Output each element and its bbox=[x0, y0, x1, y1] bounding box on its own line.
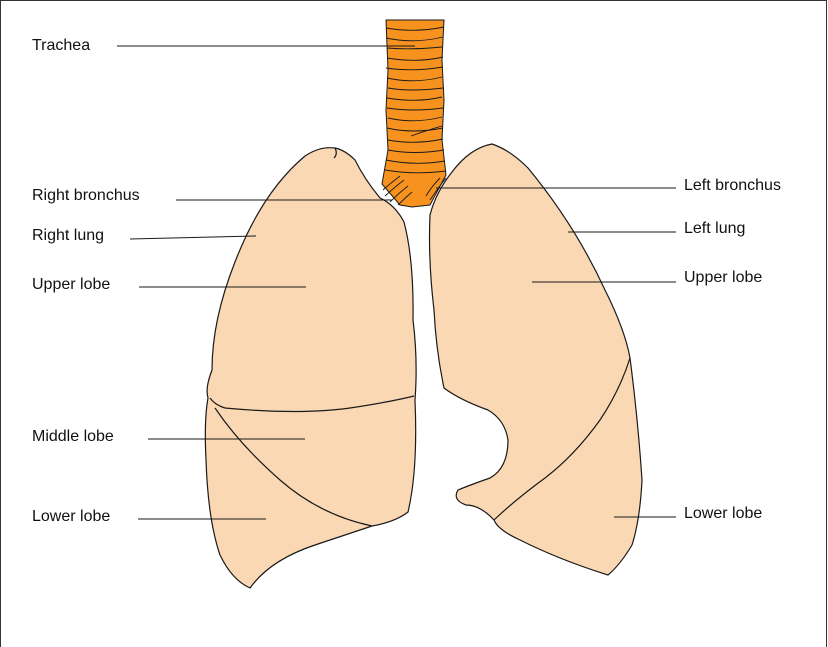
label-right-middle-lobe: Middle lobe bbox=[32, 427, 114, 447]
label-left-lower-lobe: Lower lobe bbox=[684, 504, 762, 524]
label-right-upper-lobe: Upper lobe bbox=[32, 275, 110, 295]
label-right-bronchus: Right bronchus bbox=[32, 186, 140, 206]
label-right-lung: Right lung bbox=[32, 226, 104, 246]
label-left-lung: Left lung bbox=[684, 219, 745, 239]
label-left-upper-lobe: Upper lobe bbox=[684, 268, 762, 288]
label-trachea: Trachea bbox=[32, 36, 90, 56]
leader-right-lung bbox=[130, 236, 256, 239]
trachea-shape bbox=[382, 20, 446, 207]
label-left-bronchus: Left bronchus bbox=[684, 176, 781, 196]
label-right-lower-lobe: Lower lobe bbox=[32, 507, 110, 527]
right-lung-shape bbox=[205, 148, 416, 588]
left-lung-shape bbox=[430, 144, 643, 575]
